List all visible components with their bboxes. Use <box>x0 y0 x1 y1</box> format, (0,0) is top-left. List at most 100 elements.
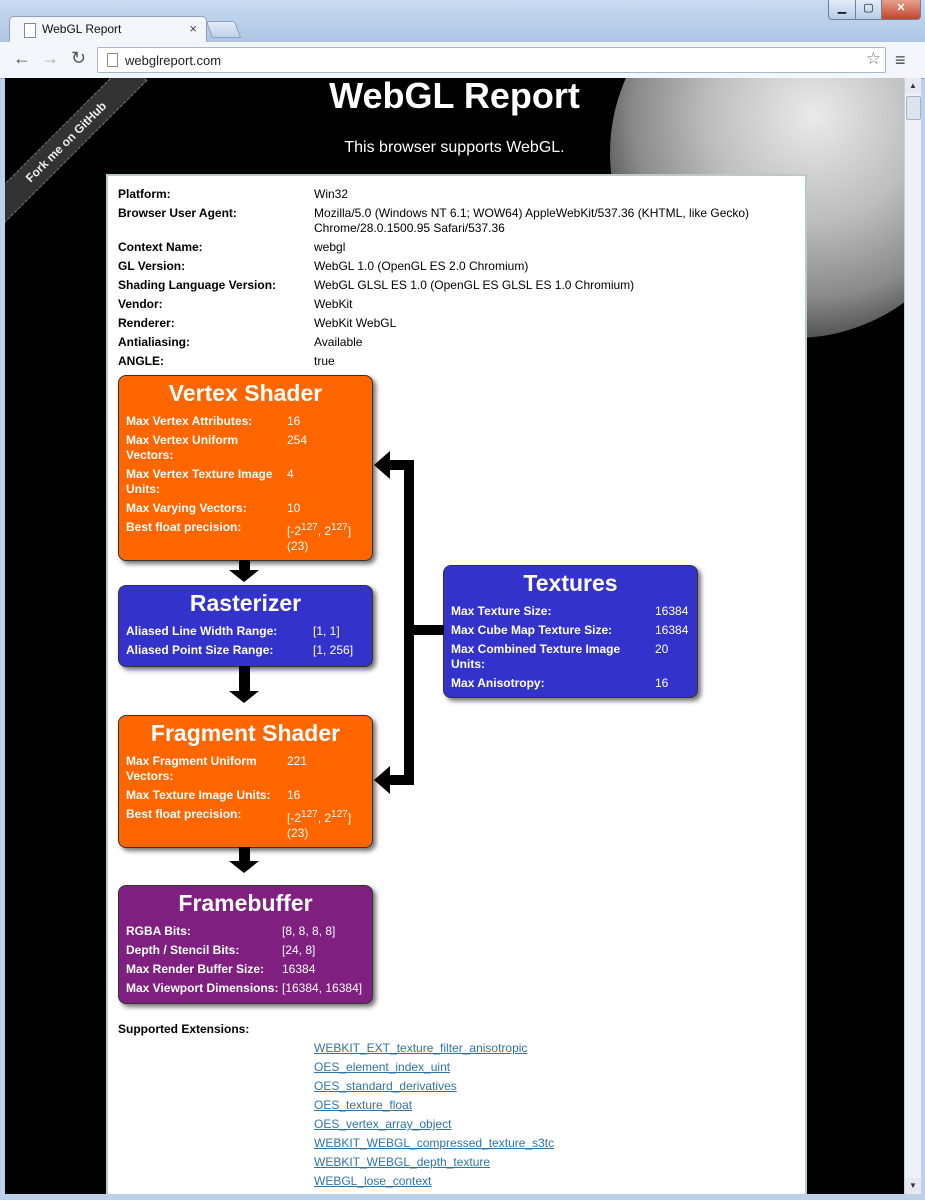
box-value: [1, 256] <box>313 643 354 657</box>
browser-toolbar: ← → ↻ webglreport.com ☆ ≡ <box>0 42 925 79</box>
info-value: WebGL GLSL ES 1.0 (OpenGL ES GLSL ES 1.0… <box>314 278 635 292</box>
rasterizer-title: Rasterizer <box>189 590 302 616</box>
info-label: GL Version: <box>118 259 186 273</box>
url-text[interactable]: webglreport.com <box>125 53 222 68</box>
box-label: Max Combined Texture Image Units: <box>451 642 621 671</box>
info-label: ANGLE: <box>118 354 164 368</box>
extension-link[interactable]: OES_texture_float <box>314 1098 413 1112</box>
info-value: WebGL 1.0 (OpenGL ES 2.0 Chromium) <box>314 259 529 273</box>
tab-close-icon[interactable]: × <box>189 21 197 36</box>
new-tab-button[interactable] <box>205 21 242 38</box>
extensions-label: Supported Extensions: <box>118 1022 250 1036</box>
box-value: 16 <box>655 676 669 690</box>
arrow-shaft <box>239 560 250 570</box>
box-label: Best float precision: <box>126 807 242 821</box>
box-value: 254 <box>287 433 308 447</box>
box-value: 221 <box>287 754 308 768</box>
box-value: 16 <box>287 788 301 802</box>
info-value: Win32 <box>314 187 349 201</box>
info-label: Platform: <box>118 187 171 201</box>
box-label: Max Cube Map Texture Size: <box>451 623 613 637</box>
box-label: RGBA Bits: <box>126 924 191 938</box>
box-value: [1, 1] <box>313 624 340 638</box>
extension-link[interactable]: WEBGL_lose_context <box>314 1174 432 1188</box>
box-label: Depth / Stencil Bits: <box>126 943 240 957</box>
info-value: Mozilla/5.0 (Windows NT 6.1; WOW64) Appl… <box>314 206 750 235</box>
info-label: Antialiasing: <box>118 335 191 349</box>
box-label: Max Vertex Uniform Vectors: <box>126 433 239 462</box>
vertex-shader-title: Vertex Shader <box>168 380 323 406</box>
info-value: webgl <box>314 240 346 254</box>
page-viewport: Fork me on GitHub WebGL Report This brow… <box>5 78 904 1194</box>
support-message: This browser supports WebGL. <box>344 139 565 156</box>
box-label: Aliased Point Size Range: <box>126 643 274 657</box>
tab-title: WebGL Report <box>42 22 122 36</box>
box-label: Best float precision: <box>126 520 242 534</box>
scrollbar-thumb[interactable] <box>906 96 921 120</box>
vertex-shader-box: Vertex Shader Max Vertex Attributes: 16 … <box>118 375 373 561</box>
vertical-scrollbar[interactable]: ▲ ▼ <box>904 78 921 1194</box>
box-label: Aliased Line Width Range: <box>126 624 278 638</box>
box-value: 16 <box>287 414 301 428</box>
report-panel: Platform: Win32 Browser User Agent: Mozi… <box>106 174 807 1194</box>
minimize-button[interactable]: ▁ <box>828 0 856 20</box>
box-label: Max Viewport Dimensions: <box>126 981 279 995</box>
box-label: Max Fragment Uniform Vectors: <box>126 754 257 783</box>
info-label: Context Name: <box>118 240 203 254</box>
extension-link[interactable]: WEBKIT_WEBGL_depth_texture <box>314 1155 491 1169</box>
extension-link[interactable]: OES_standard_derivatives <box>314 1079 457 1093</box>
fragment-shader-title: Fragment Shader <box>150 720 341 746</box>
scroll-up-arrow-icon[interactable]: ▲ <box>905 78 921 94</box>
info-label: Vendor: <box>118 297 163 311</box>
bookmark-star-icon[interactable]: ☆ <box>865 49 881 68</box>
reload-icon[interactable]: ↻ <box>71 48 87 68</box>
page-icon <box>107 53 118 67</box>
box-value: [8, 8, 8, 8] <box>282 924 336 938</box>
info-label: Renderer: <box>118 316 175 330</box>
box-value: 10 <box>287 501 301 515</box>
extension-link[interactable]: OES_element_index_uint <box>314 1060 451 1074</box>
precision-value: [-2127, 2127](23) <box>287 809 352 840</box>
extension-link[interactable]: WEBKIT_EXT_texture_filter_anisotropic <box>314 1041 528 1055</box>
box-label: Max Render Buffer Size: <box>126 962 265 976</box>
box-value: 20 <box>655 642 669 656</box>
maximize-button[interactable]: ▢ <box>855 0 882 20</box>
framebuffer-title: Framebuffer <box>178 890 313 916</box>
box-label: Max Varying Vectors: <box>126 501 247 515</box>
box-label: Max Anisotropy: <box>451 676 545 690</box>
box-value: 16384 <box>282 962 316 976</box>
bracket-bottom <box>390 775 414 785</box>
box-label: Max Texture Image Units: <box>126 788 271 802</box>
arrow-left-icon <box>374 451 390 479</box>
scroll-down-arrow-icon[interactable]: ▼ <box>905 1178 921 1194</box>
title-bar: ▁ ▢ ✕ WebGL Report × <box>0 0 925 43</box>
address-bar[interactable]: webglreport.com ☆ <box>97 47 886 73</box>
bracket-connector <box>414 625 444 635</box>
arrow-down-icon <box>229 570 259 582</box>
page-title: WebGL Report <box>329 78 580 116</box>
info-value: true <box>314 354 335 368</box>
info-value: WebKit <box>314 297 353 311</box>
bracket-top <box>390 460 414 470</box>
menu-icon[interactable]: ≡ <box>895 50 906 70</box>
bracket-vertical <box>404 460 414 785</box>
arrow-shaft <box>239 847 250 861</box>
extension-link[interactable]: OES_vertex_array_object <box>314 1117 452 1131</box>
box-label: Max Vertex Attributes: <box>126 414 253 428</box>
arrow-down-icon <box>229 691 259 703</box>
precision-value: [-2127, 2127](23) <box>287 522 352 553</box>
arrow-shaft <box>239 666 250 691</box>
box-label: Max Vertex Texture Image Units: <box>126 467 273 496</box>
textures-title: Textures <box>523 570 618 596</box>
arrow-left-icon <box>374 766 390 794</box>
close-window-button[interactable]: ✕ <box>881 0 921 20</box>
extension-link[interactable]: WEBKIT_WEBGL_compressed_texture_s3tc <box>314 1136 555 1150</box>
tab-webgl-report[interactable]: WebGL Report × <box>9 16 207 43</box>
info-label: Browser User Agent: <box>118 206 237 220</box>
framebuffer-box: Framebuffer RGBA Bits: [8, 8, 8, 8] Dept… <box>118 885 373 1004</box>
textures-box: Textures Max Texture Size: 16384 Max Cub… <box>443 565 698 698</box>
back-icon[interactable]: ← <box>13 48 31 68</box>
box-value: 4 <box>287 467 294 481</box>
forward-icon[interactable]: → <box>41 48 59 68</box>
